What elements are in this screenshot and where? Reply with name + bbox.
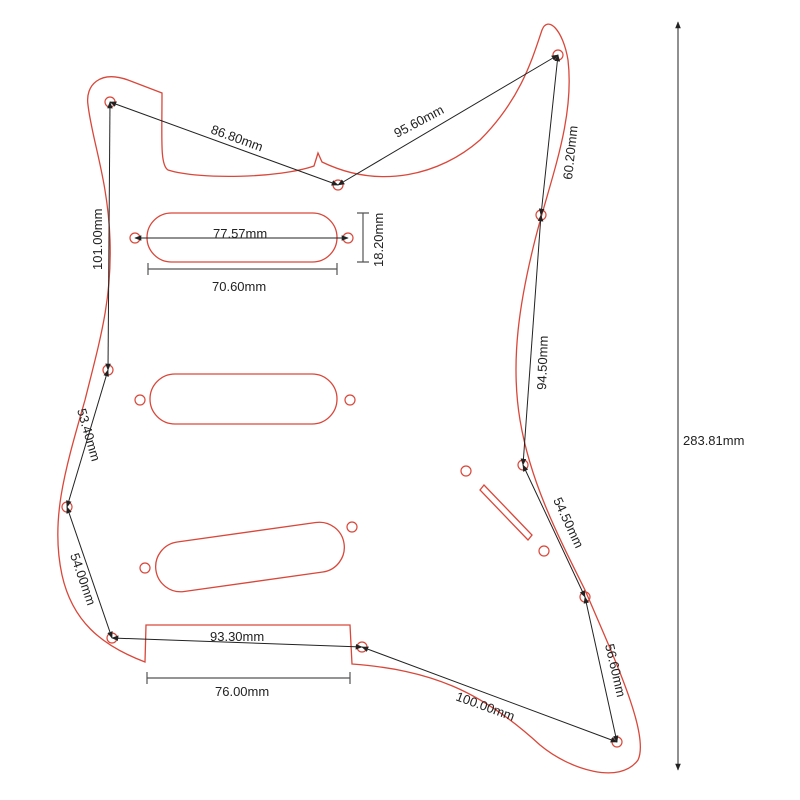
dim-60-20: 60.20mm bbox=[560, 125, 581, 180]
dim-54-50: 54.50mm bbox=[550, 495, 587, 550]
dim-100-00: 100.00mm bbox=[454, 689, 517, 724]
dim-77-57: 77.57mm bbox=[213, 226, 267, 241]
dim-93-30: 93.30mm bbox=[210, 629, 264, 644]
dim-94-50: 94.50mm bbox=[534, 335, 551, 390]
dim-54-00: 54.00mm bbox=[67, 551, 99, 607]
dim-56-60: 56.60mm bbox=[602, 642, 629, 698]
dim-53-40: 53.40mm bbox=[74, 407, 103, 463]
dim-18-20: 18.20mm bbox=[371, 213, 386, 267]
dim-101-00: 101.00mm bbox=[90, 209, 105, 270]
dim-95-60: 95.60mm bbox=[391, 102, 446, 141]
dim-70-60: 70.60mm bbox=[212, 279, 266, 294]
switch-slot bbox=[479, 484, 533, 541]
dimension-lines bbox=[66, 21, 681, 771]
pickup-screw-holes bbox=[129, 232, 550, 574]
dim-86-80: 86.80mm bbox=[209, 122, 265, 155]
dim-283-81: 283.81mm bbox=[683, 433, 744, 448]
bridge-pickup-slot bbox=[155, 521, 345, 593]
dim-76-00: 76.00mm bbox=[215, 684, 269, 699]
middle-pickup-slot bbox=[149, 373, 338, 425]
